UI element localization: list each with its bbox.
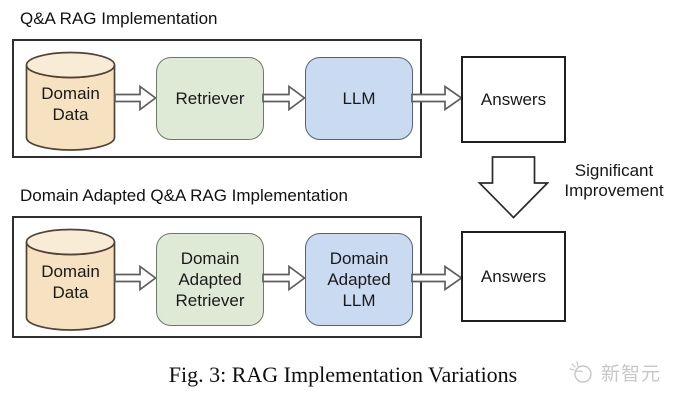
watermark-bird-icon (569, 361, 592, 383)
top-arrow-retriever-to-llm-icon (262, 84, 306, 112)
bottom-pipeline-title: Domain Adapted Q&A RAG Implementation (20, 186, 348, 205)
top-arrow-llm-to-answers-icon (411, 84, 463, 112)
improvement-down-arrow-icon (477, 156, 549, 219)
figure-caption: Fig. 3: RAG Implementation Variations (168, 362, 518, 387)
bottom-arrow-retriever-to-llm-icon (262, 264, 306, 292)
top-pipeline-title: Q&A RAG Implementation (20, 9, 218, 28)
bottom-domain-data-cylinder-icon (25, 228, 116, 331)
top-arrow-data-to-retriever-icon (114, 84, 157, 112)
bottom-arrow-llm-to-answers-icon (411, 264, 463, 292)
top-domain-data-cylinder-icon (25, 51, 116, 151)
watermark-text: 新智元 (601, 363, 662, 385)
bottom-adapted-retriever-node: Domain Adapted Retriever (156, 233, 264, 326)
watermark-logo: 新智元 (568, 358, 661, 386)
top-domain-data-label: Domain Data (41, 84, 100, 124)
top-llm-node: LLM (305, 57, 413, 140)
improvement-label: Significant Improvement (564, 161, 664, 200)
top-retriever-node: Retriever (156, 57, 264, 140)
bottom-adapted-llm-node: Domain Adapted LLM (305, 233, 413, 326)
bottom-domain-data-label: Domain Data (41, 262, 100, 302)
top-answers-node: Answers (461, 56, 566, 143)
bottom-answers-node: Answers (461, 231, 566, 322)
bottom-arrow-data-to-retriever-icon (114, 264, 157, 292)
